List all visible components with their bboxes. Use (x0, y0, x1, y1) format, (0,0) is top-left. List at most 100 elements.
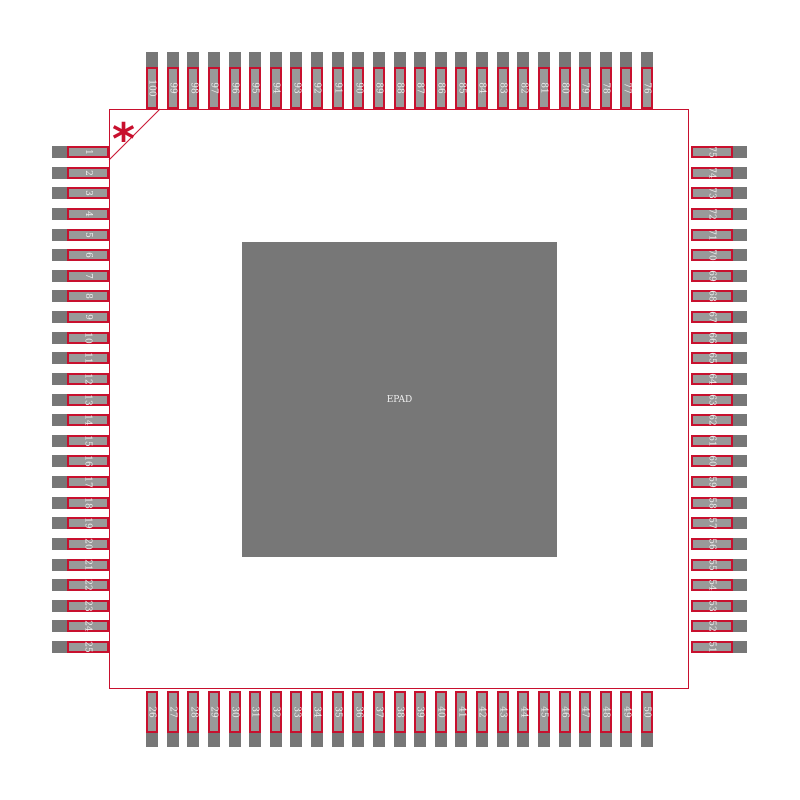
pin-53[interactable]: 53 (691, 599, 733, 612)
pin-64[interactable]: 64 (691, 372, 733, 385)
pin-12[interactable]: 12 (67, 372, 109, 385)
pin-76[interactable]: 76 (641, 67, 653, 109)
pin-90[interactable]: 90 (352, 67, 365, 109)
pin-69[interactable]: 69 (691, 269, 733, 282)
pin-44[interactable]: 44 (517, 691, 530, 733)
pin-50[interactable]: 50 (641, 691, 653, 733)
pin-41[interactable]: 41 (455, 691, 468, 733)
pin-36[interactable]: 36 (352, 691, 365, 733)
pin-13[interactable]: 13 (67, 393, 109, 406)
pin-63[interactable]: 63 (691, 393, 733, 406)
pin-86[interactable]: 86 (434, 67, 447, 109)
pin-88[interactable]: 88 (393, 67, 406, 109)
pin-11[interactable]: 11 (67, 352, 109, 365)
pin-14[interactable]: 14 (67, 414, 109, 427)
pin-61[interactable]: 61 (691, 434, 733, 447)
pin-59[interactable]: 59 (691, 476, 733, 488)
pin-65[interactable]: 65 (691, 352, 733, 365)
pin-66[interactable]: 66 (691, 331, 733, 344)
pin-32[interactable]: 32 (269, 691, 282, 733)
pin-48[interactable]: 48 (599, 691, 612, 733)
pin-56[interactable]: 56 (691, 537, 733, 550)
pin-80[interactable]: 80 (558, 67, 571, 109)
pin-87[interactable]: 87 (414, 67, 427, 109)
pin-73[interactable]: 73 (691, 187, 733, 200)
pin-9[interactable]: 9 (67, 311, 109, 323)
pin-78[interactable]: 78 (599, 67, 612, 109)
pin-38[interactable]: 38 (393, 691, 406, 733)
pin-81[interactable]: 81 (537, 67, 550, 109)
pin-85[interactable]: 85 (455, 67, 468, 109)
pin-27[interactable]: 27 (166, 691, 179, 733)
pin-25[interactable]: 25 (67, 641, 109, 653)
pin-57[interactable]: 57 (691, 517, 733, 530)
pin-96[interactable]: 96 (228, 67, 241, 109)
pin-71[interactable]: 71 (691, 228, 733, 241)
pin-100[interactable]: 100 (146, 67, 158, 109)
pin-29[interactable]: 29 (207, 691, 220, 733)
pin-55[interactable]: 55 (691, 558, 733, 571)
pin-4[interactable]: 4 (67, 207, 109, 220)
pin-31[interactable]: 31 (249, 691, 262, 733)
pin-3[interactable]: 3 (67, 187, 109, 200)
pin-34[interactable]: 34 (311, 691, 323, 733)
pin-84[interactable]: 84 (476, 67, 488, 109)
pin-35[interactable]: 35 (331, 691, 344, 733)
pin-60[interactable]: 60 (691, 455, 733, 468)
pin-47[interactable]: 47 (579, 691, 592, 733)
pin-7[interactable]: 7 (67, 269, 109, 282)
pin-79[interactable]: 79 (579, 67, 592, 109)
pin-26[interactable]: 26 (146, 691, 158, 733)
pin-67[interactable]: 67 (691, 311, 733, 323)
pin-6[interactable]: 6 (67, 249, 109, 262)
pin-21[interactable]: 21 (67, 558, 109, 571)
pin-23[interactable]: 23 (67, 599, 109, 612)
pin-75[interactable]: 75 (691, 146, 733, 158)
pin-99[interactable]: 99 (166, 67, 179, 109)
pin-97[interactable]: 97 (207, 67, 220, 109)
pin-93[interactable]: 93 (290, 67, 303, 109)
pin-1[interactable]: 1 (67, 146, 109, 158)
pin-45[interactable]: 45 (537, 691, 550, 733)
pin-95[interactable]: 95 (249, 67, 262, 109)
pin-24[interactable]: 24 (67, 620, 109, 633)
pin-54[interactable]: 54 (691, 579, 733, 592)
pin-82[interactable]: 82 (517, 67, 530, 109)
exposed-pad[interactable]: EPAD (242, 242, 557, 557)
pin-22[interactable]: 22 (67, 579, 109, 592)
pin-18[interactable]: 18 (67, 496, 109, 509)
pin-49[interactable]: 49 (620, 691, 633, 733)
pin-68[interactable]: 68 (691, 290, 733, 303)
pin-40[interactable]: 40 (434, 691, 447, 733)
pin-70[interactable]: 70 (691, 249, 733, 262)
pin-89[interactable]: 89 (372, 67, 385, 109)
pin-30[interactable]: 30 (228, 691, 241, 733)
pin-74[interactable]: 74 (691, 166, 733, 179)
pin-37[interactable]: 37 (372, 691, 385, 733)
pin-83[interactable]: 83 (496, 67, 509, 109)
pin-10[interactable]: 10 (67, 331, 109, 344)
pin-98[interactable]: 98 (187, 67, 200, 109)
pin-17[interactable]: 17 (67, 476, 109, 488)
pin-8[interactable]: 8 (67, 290, 109, 303)
pin-52[interactable]: 52 (691, 620, 733, 633)
pin-19[interactable]: 19 (67, 517, 109, 530)
pin-92[interactable]: 92 (311, 67, 323, 109)
pin-77[interactable]: 77 (620, 67, 633, 109)
pin-39[interactable]: 39 (414, 691, 427, 733)
pin-20[interactable]: 20 (67, 537, 109, 550)
pin-46[interactable]: 46 (558, 691, 571, 733)
pin-43[interactable]: 43 (496, 691, 509, 733)
pin-2[interactable]: 2 (67, 166, 109, 179)
pin-51[interactable]: 51 (691, 641, 733, 653)
pin-91[interactable]: 91 (331, 67, 344, 109)
pin-72[interactable]: 72 (691, 207, 733, 220)
pin-33[interactable]: 33 (290, 691, 303, 733)
pin-16[interactable]: 16 (67, 455, 109, 468)
pin-15[interactable]: 15 (67, 434, 109, 447)
pin-94[interactable]: 94 (269, 67, 282, 109)
pin-42[interactable]: 42 (476, 691, 488, 733)
pin-5[interactable]: 5 (67, 228, 109, 241)
pin-58[interactable]: 58 (691, 496, 733, 509)
pin-62[interactable]: 62 (691, 414, 733, 427)
